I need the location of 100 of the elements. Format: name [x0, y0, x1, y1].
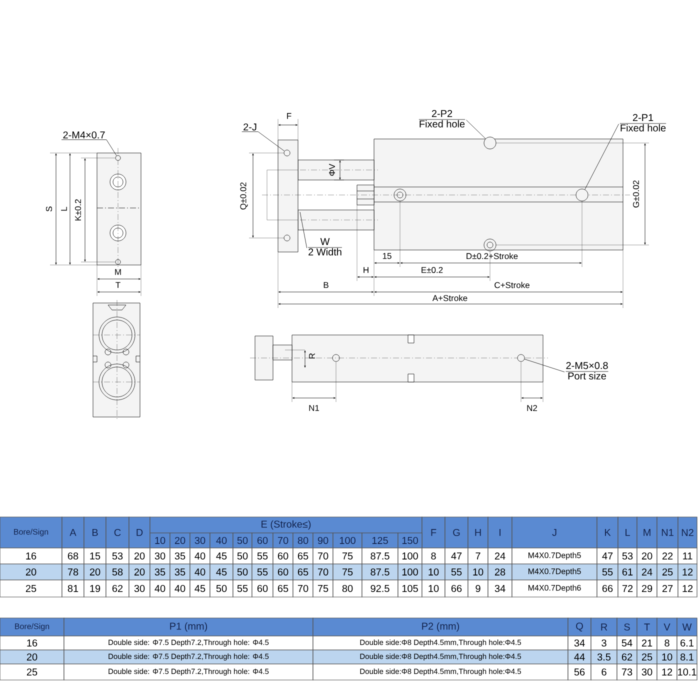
header-cell: 10 — [150, 532, 170, 548]
leader-line — [242, 132, 285, 152]
table-cell: 54 — [616, 636, 638, 650]
table-cell: 53 — [106, 548, 130, 564]
callout-label: 2-P2 Fixed hole — [418, 110, 466, 128]
table-cell: 9 — [468, 580, 488, 598]
table-cell: 12 — [678, 580, 698, 598]
table-cell: 47 — [444, 548, 468, 564]
dimension-label: N1 — [309, 405, 320, 411]
header-cell: N1 — [656, 516, 678, 548]
leader-line — [466, 120, 486, 139]
header-cell: C — [106, 516, 130, 548]
dimension-label: R — [309, 353, 315, 358]
leader-line — [61, 140, 117, 156]
table-cell: 40 — [190, 548, 210, 564]
header-cell: F — [422, 516, 446, 548]
table-cell: 20 — [636, 548, 658, 564]
dimension-label: N2 — [527, 405, 537, 411]
table-cell: 10 — [656, 650, 678, 664]
table-cell: 68 — [62, 548, 84, 564]
header-cell: R — [590, 618, 618, 636]
table-cell: 60 — [252, 580, 274, 598]
callout-label: W 2 Width — [308, 238, 342, 256]
table-cell: 87.5 — [362, 564, 398, 580]
table-cell: 8 — [422, 548, 446, 564]
callout-label: 2-M5×0.8 Port size — [566, 362, 608, 380]
header-cell: T — [636, 618, 658, 636]
header-cell: Bore/Sign — [0, 618, 64, 636]
table-cell: 73 — [616, 664, 638, 680]
table-cell: 24 — [488, 548, 512, 564]
table-cell: 92.5 — [362, 580, 398, 598]
dimension-label: T — [116, 282, 120, 288]
table-cell: 22 — [656, 548, 678, 564]
table-cell: 55 — [252, 564, 274, 580]
table-cell: 30 — [128, 580, 150, 598]
table-cell: 30 — [636, 664, 658, 680]
table-cell: 10 — [422, 580, 446, 598]
header-cell: H — [468, 516, 488, 548]
dimension-label: Q±0.02 — [240, 182, 248, 210]
dimension-label: K±0.2 — [75, 199, 81, 220]
header-cell: 60 — [252, 532, 274, 548]
table-cell: 16 — [0, 636, 64, 650]
header-cell: V — [656, 618, 678, 636]
dimension-label: E±0.2 — [422, 267, 443, 273]
table-cell: 6.1 — [676, 636, 698, 650]
table-cell: 62 — [616, 650, 638, 664]
dimension-label: C+Stroke — [494, 282, 530, 288]
table-cell: 80 — [332, 580, 362, 598]
table-cell: 30 — [150, 548, 170, 564]
leader-line — [584, 124, 619, 190]
table-cell: 20 — [0, 650, 64, 664]
table-cell: 19 — [84, 580, 106, 598]
table-cell: 45 — [210, 564, 234, 580]
table-cell: 10.1 — [676, 664, 698, 680]
hole-symbol — [576, 188, 588, 202]
header-cell: 70 — [272, 532, 294, 548]
table-cell: 27 — [656, 580, 678, 598]
table-cell: 53 — [618, 548, 638, 564]
header-cell: I — [488, 516, 512, 548]
table-cell: 8 — [656, 636, 678, 650]
table-cell: 75 — [332, 564, 362, 580]
table-cell: 29 — [636, 580, 658, 598]
table-cell: 70 — [292, 580, 314, 598]
table-cell: 65 — [292, 564, 314, 580]
dimension-label: ΦV — [329, 164, 335, 176]
table-cell: 20 — [128, 548, 150, 564]
table-cell: 40 — [150, 580, 170, 598]
header-cell: 100 — [332, 532, 362, 548]
header-cell: 90 — [312, 532, 334, 548]
table-cell: 60 — [272, 548, 294, 564]
table-cell: 3.5 — [590, 650, 618, 664]
table-cell: 100 — [398, 548, 422, 564]
header-cell: A — [62, 516, 84, 548]
header-cell: W — [676, 618, 698, 636]
table-cell: 25 — [636, 650, 658, 664]
table-cell: 65 — [292, 548, 314, 564]
header-cell: S — [616, 618, 638, 636]
dimension-label: G±0.02 — [633, 180, 640, 208]
table-cell: 40 — [190, 564, 210, 580]
table-cell: 35 — [150, 564, 170, 580]
dimension-label: D±0.2+Stroke — [466, 252, 518, 260]
dimension-label: L — [61, 206, 67, 211]
table-cell: 87.5 — [362, 548, 398, 564]
table-cell: 8.1 — [676, 650, 698, 664]
leader-line — [524, 358, 565, 372]
table-cell: 72 — [618, 580, 638, 598]
table-cell: 3 — [590, 636, 618, 650]
table-cell: 11 — [678, 548, 698, 564]
table-cell: 50 — [232, 564, 252, 580]
table-cell: 34 — [488, 580, 512, 598]
table-cell: 70 — [312, 548, 334, 564]
hole-symbol — [284, 150, 290, 156]
table-cell: 55 — [444, 564, 468, 580]
table-cell: 44 — [568, 650, 592, 664]
header-cell: 50 — [232, 532, 252, 548]
hole-symbol — [115, 155, 121, 161]
table-cell: 34 — [568, 636, 592, 650]
header-cell: 150 — [398, 532, 422, 548]
table-cell: 7 — [468, 548, 488, 564]
leader-line — [300, 212, 308, 248]
